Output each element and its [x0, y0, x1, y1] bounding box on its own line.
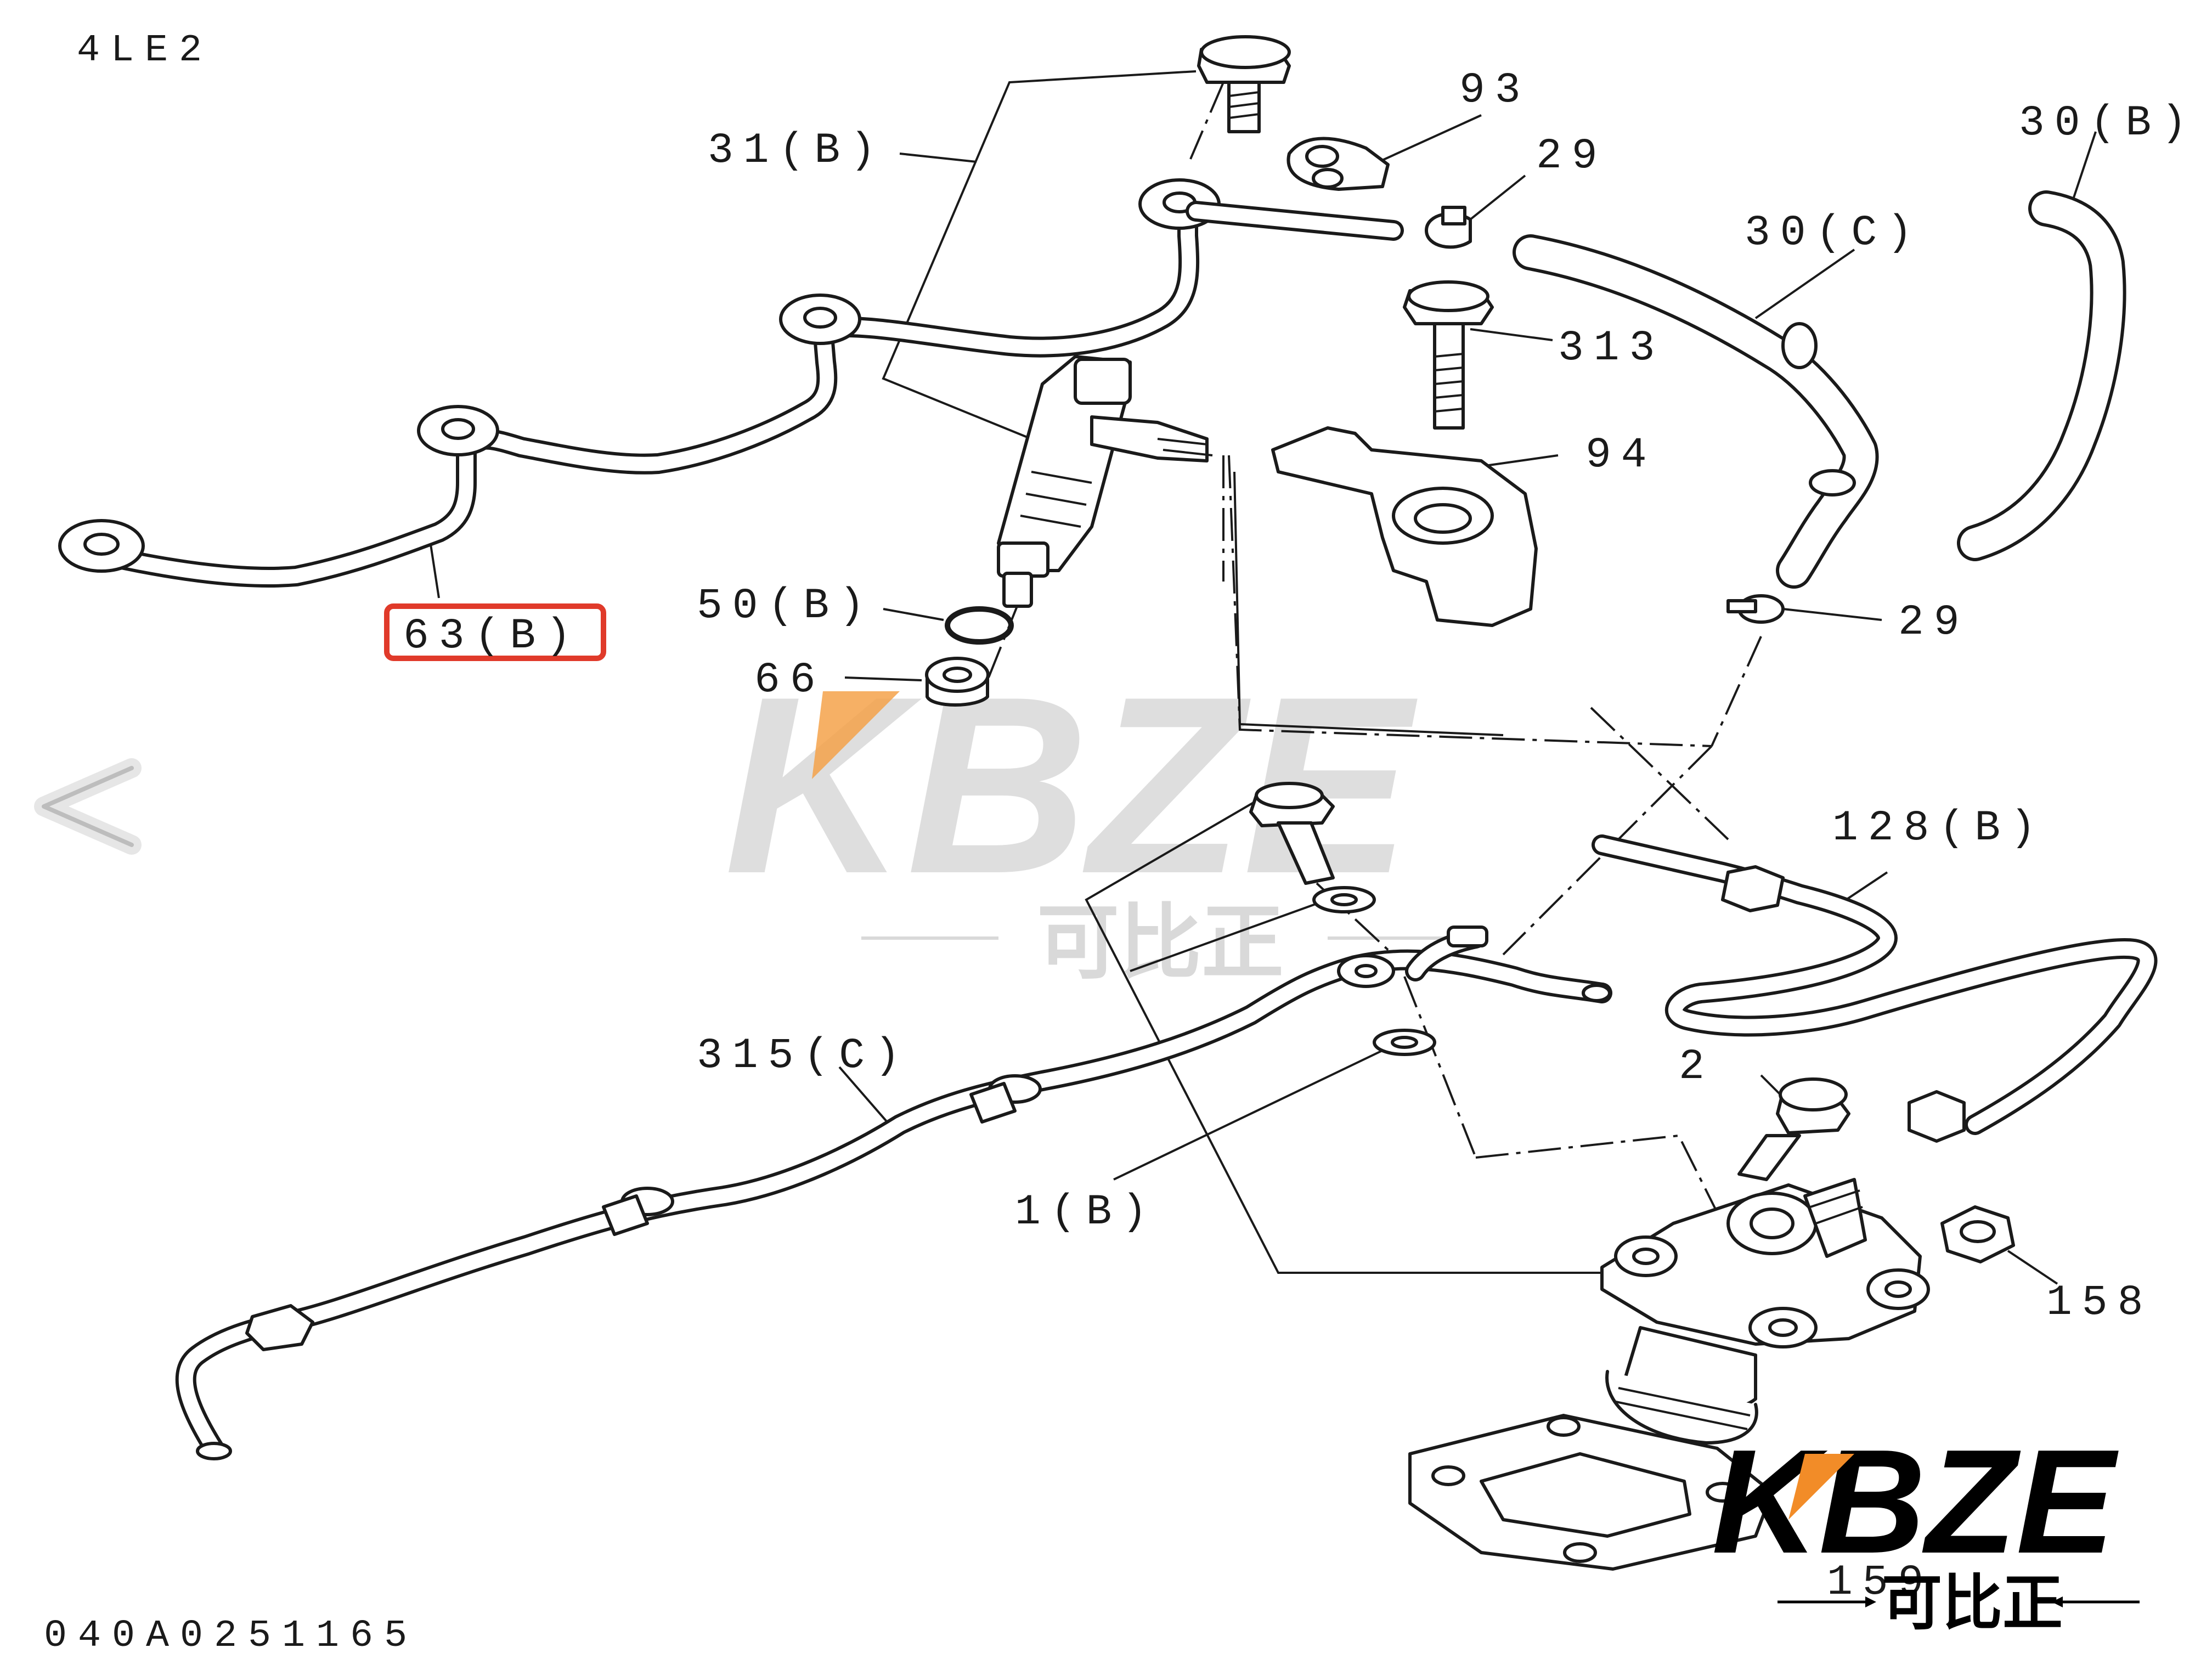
clamp-29-top[interactable] — [1425, 206, 1472, 249]
drawing-number: 040A0251165 — [44, 1615, 418, 1658]
injector-nozzle[interactable] — [997, 355, 1213, 608]
bolt-31b[interactable] — [1197, 35, 1291, 133]
label-128b: 128(B) — [1832, 804, 2046, 853]
logo-brand: KBZE — [1712, 1419, 2120, 1584]
label-159: 159 — [1827, 1559, 1933, 1607]
washer-lower[interactable] — [1373, 1029, 1436, 1056]
model-code: 4LE2 — [77, 29, 213, 72]
highlight-box — [384, 603, 606, 661]
label-29-middle: 29 — [1898, 599, 1970, 647]
hose-30b[interactable] — [1957, 190, 2126, 561]
gasket-159[interactable] — [1408, 1414, 1774, 1571]
watermark-brand: KBZE — [724, 645, 1420, 926]
label-315c: 315(C) — [697, 1032, 910, 1080]
hose-30c[interactable] — [1513, 234, 1879, 589]
label-50b: 50(B) — [697, 582, 874, 630]
nut-158[interactable] — [1940, 1205, 2015, 1263]
label-2: 2 — [1679, 1043, 1714, 1091]
logo-accent — [1788, 1454, 1854, 1520]
label-1b: 1(B) — [1015, 1188, 1157, 1237]
label-158: 158 — [2046, 1279, 2153, 1327]
chevron-left-icon[interactable] — [34, 758, 142, 855]
seal-66[interactable] — [925, 657, 990, 707]
watermark-accent — [812, 691, 900, 779]
label-63b[interactable]: 63(B) — [403, 612, 581, 661]
pipe-315c[interactable] — [175, 926, 1612, 1460]
bolt-2[interactable] — [1737, 1077, 1850, 1181]
label-66: 66 — [754, 656, 826, 704]
label-31b: 31(B) — [708, 127, 885, 175]
watermark: KBZE 可比正 — [724, 645, 1459, 991]
leak-off-pipe[interactable] — [1186, 201, 1404, 241]
injection-pump[interactable] — [1600, 1178, 1930, 1444]
part-labels: 4LE2 31(B) 93 29 30(B) 30(C) 313 94 63(B… — [44, 29, 2197, 1658]
bolt-313[interactable] — [1403, 280, 1494, 430]
watermark-chinese: 可比正 — [1037, 895, 1284, 991]
label-30c: 30(C) — [1745, 209, 1922, 257]
bolt-1b[interactable] — [1249, 782, 1335, 885]
bracket-94[interactable] — [1271, 426, 1538, 627]
label-313: 313 — [1558, 324, 1664, 373]
clamp-29-middle[interactable] — [1726, 594, 1785, 624]
label-29-top: 29 — [1536, 132, 1607, 180]
clip-93[interactable] — [1286, 137, 1390, 191]
washer-upper[interactable] — [1312, 886, 1376, 913]
o-ring-50b[interactable] — [945, 606, 1014, 645]
injection-pipe-63b[interactable] — [58, 178, 1221, 588]
label-30b: 30(B) — [2019, 99, 2197, 148]
pipe-128b[interactable] — [1592, 834, 2158, 1143]
brand-logo: KBZE 可比正 — [1712, 1419, 2140, 1638]
logo-chinese: 可比正 — [1882, 1568, 2063, 1638]
label-94: 94 — [1585, 431, 1657, 479]
label-93: 93 — [1459, 66, 1531, 115]
